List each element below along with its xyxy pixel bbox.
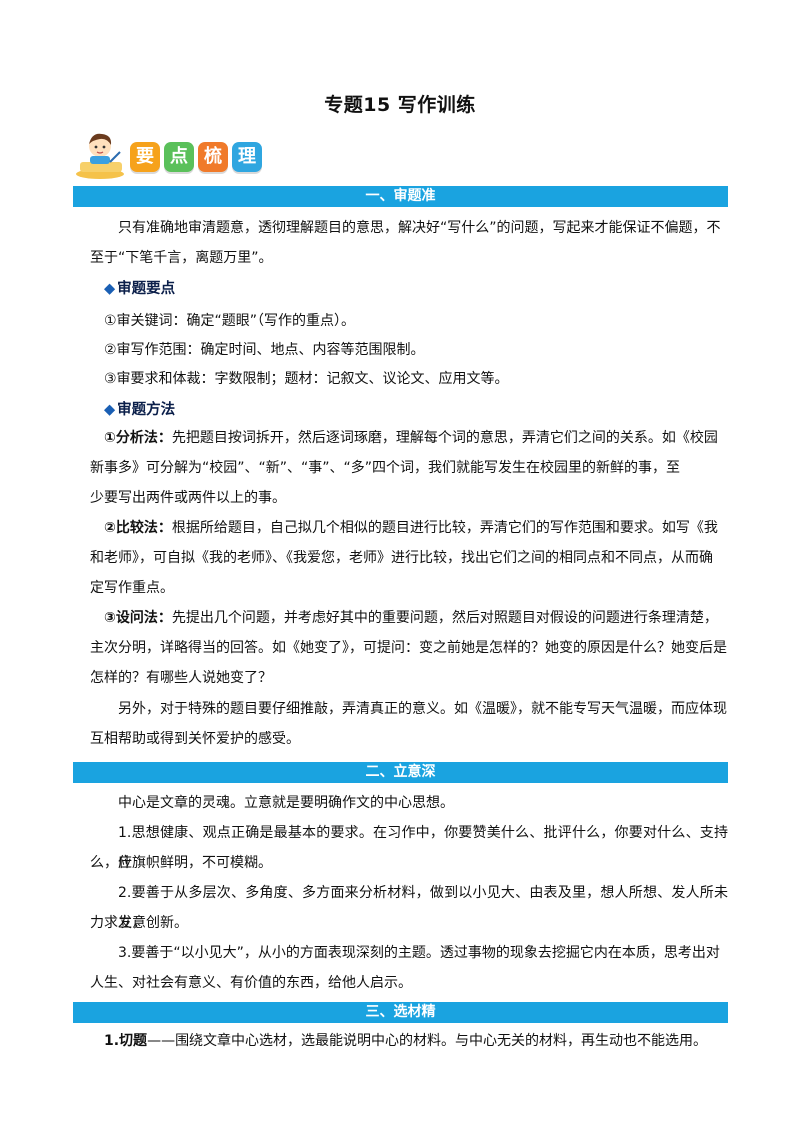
page-title: 专题15 写作训练 [324,94,476,116]
s2-point-3-line-1: 3.要善于“以小见大”，从小的方面表现深刻的主题。透过事物的现象去挖掘它内在本质… [118,945,720,961]
section-heading-2: 二、立意深 [73,762,728,783]
method-2-line-1: ②比较法：根据所给题目，自己拟几个相似的题目进行比较，弄清它们的写作范围和要求。… [104,520,718,536]
extra-line-1: 另外，对于特殊的题目要仔细推敲，弄清真正的意义。如《温暖》，就不能专写天气温暖，… [118,701,727,717]
method-2-line-2: 和老师》，可自拟《我的老师》、《我爱您，老师》进行比较，找出它们之间的相同点和不… [90,550,713,566]
key-points-logo: 要 点 梳 理 [74,128,264,180]
s2-point-1-line-2: 么，应旗帜鲜明，不可模糊。 [90,855,272,871]
logo-tile-3: 梳 [198,142,228,172]
method-3-line-1: ③设问法：先提出几个问题，并考虑好其中的重要问题，然后对照题目对假设的问题进行条… [104,610,718,626]
point-3: ③审要求和体裁：字数限制；题材：记叙文、议论文、应用文等。 [104,371,509,387]
point-1: ①审关键词：确定“题眼”（写作的重点）。 [104,313,356,329]
s2-intro: 中心是文章的灵魂。立意就是要明确作文的中心思想。 [118,795,454,811]
student-writing-icon [76,133,124,179]
diamond-bullet-icon: ◆ [104,281,116,297]
method-1-line-2: 新事多》可分解为“校园”、“新”、“事”、“多”四个词，我们就能写发生在校园里的… [90,460,681,476]
s2-point-3-line-2: 人生、对社会有意义、有价值的东西，给他人启示。 [90,975,412,991]
extra-line-2: 互相帮助或得到关怀爱护的感受。 [90,731,300,747]
logo-tile-1: 要 [130,142,160,172]
s2-point-1-line-1: 1.思想健康、观点正确是最基本的要求。在习作中，你要赞美什么、批评什么，你要对什… [118,825,728,871]
diamond-bullet-icon: ◆ [104,402,116,418]
logo-tile-4: 理 [232,142,262,172]
method-1-line-3: 少要写出两件或两件以上的事。 [90,490,286,506]
s2-point-2-line-1: 2.要善于从多层次、多角度、多方面来分析材料，做到以小见大、由表及里，想人所想、… [118,885,728,931]
logo-tile-2: 点 [164,142,194,172]
subheading-key-points: ◆审题要点 [104,281,176,297]
method-1-label: ①分析法： [104,430,172,446]
method-1-line-1: ①分析法：先把题目按词拆开，然后逐词琢磨，理解每个词的意思，弄清它们之间的关系。… [104,430,718,446]
section-heading-1: 一、审题准 [73,186,728,207]
section-heading-3: 三、选材精 [73,1002,728,1023]
s1-intro-line-2: 至于“下笔千言，离题万里”。 [90,250,273,266]
s3-point-1: 1.切题——围绕文章中心选材，选最能说明中心的材料。与中心无关的材料，再生动也不… [104,1033,708,1049]
s3-point-1-label: 1.切题 [104,1033,148,1049]
method-3-line-3: 怎样的？有哪些人说她变了？ [90,670,272,686]
method-2-line-3: 定写作重点。 [90,580,174,596]
method-3-line-2: 主次分明，详略得当的回答。如《她变了》，可提问：变之前她是怎样的？她变的原因是什… [90,640,727,656]
s1-intro-line-1: 只有准确地审清题意，透彻理解题目的意思，解决好“写什么”的问题，写起来才能保证不… [118,220,721,236]
subheading-methods: ◆审题方法 [104,402,176,418]
method-2-label: ②比较法： [104,520,172,536]
point-2: ②审写作范围：确定时间、地点、内容等范围限制。 [104,342,425,358]
method-3-label: ③设问法： [104,610,172,626]
s2-point-2-line-2: 力求立意创新。 [90,915,188,931]
